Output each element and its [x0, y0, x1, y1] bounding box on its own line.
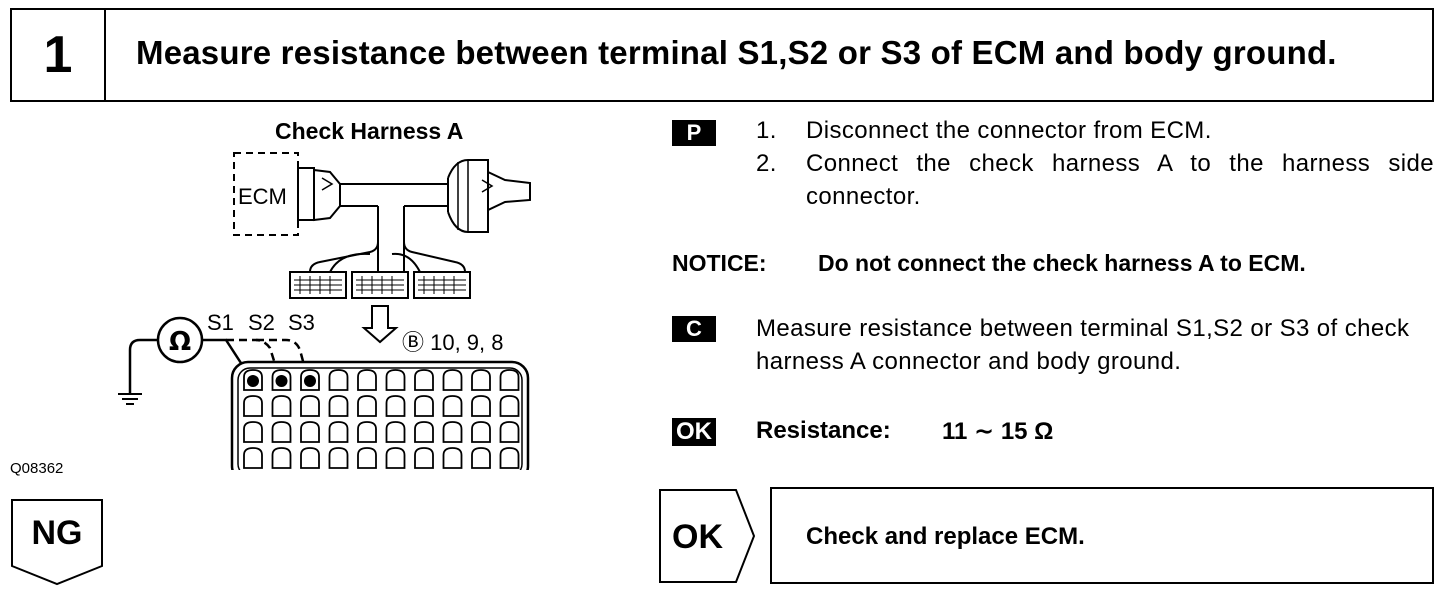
figure-id: Q08362: [10, 460, 64, 477]
connector-pin: [385, 395, 406, 417]
connector-pin: [357, 447, 377, 469]
connector-pin: [328, 447, 349, 469]
check-harness-diagram: ECM Ω S1 S2 S3 Ⓑ 10, 9, 8: [118, 152, 531, 470]
c-badge: C: [672, 316, 716, 342]
connector-pin: [328, 421, 349, 443]
connector-pin: [471, 421, 491, 443]
connector-pin: [243, 421, 263, 443]
connector-pin: [243, 395, 263, 417]
resistance-value: 11 ∼ 15 Ω: [942, 418, 1054, 445]
connector-pin: [414, 369, 434, 391]
p-badge: P: [672, 120, 716, 146]
ohm-symbol: Ω: [169, 327, 191, 357]
connector-pin: [442, 421, 463, 443]
notice-label: NOTICE:: [672, 250, 767, 276]
ok-badge: OK: [672, 418, 716, 446]
connector-pin: [471, 369, 491, 391]
connector-pin: [271, 421, 292, 443]
down-arrow-icon: [361, 305, 399, 344]
connector-pin: [357, 395, 377, 417]
ok-label: OK: [672, 518, 723, 556]
connector-pin: [414, 447, 434, 469]
ng-arrow-box: [11, 499, 103, 586]
connector-pin: [271, 447, 292, 469]
step-2-text: Connect the check harness A to the harne…: [806, 150, 1434, 210]
ground-icon: [118, 393, 142, 405]
connector-pin: [442, 447, 463, 469]
probed-terminal: [275, 375, 288, 387]
connector-pin: [300, 421, 320, 443]
figure-caption: Check Harness A: [275, 118, 464, 144]
connector-pin: [300, 395, 320, 417]
probed-terminal: [304, 375, 316, 387]
connector-pin: [385, 421, 406, 443]
ecm-label: ECM: [238, 184, 287, 209]
connector-pin: [499, 395, 520, 417]
step-1-text: Disconnect the connector from ECM.: [806, 117, 1212, 144]
notice-text: Do not connect the check harness A to EC…: [818, 250, 1306, 276]
terminal-label-s2: S2: [248, 310, 275, 335]
ok-arrow-box: [659, 489, 756, 583]
connector-pin: [442, 395, 463, 417]
connector-pin: [385, 447, 406, 469]
connector-pin: [499, 369, 520, 391]
connector-pin: [328, 369, 349, 391]
connector-pin: [271, 395, 292, 417]
ok-action-box: Check and replace ECM.: [770, 487, 1434, 584]
connector-pin: [243, 447, 263, 469]
connector-pin: [442, 369, 463, 391]
connector-pin: [499, 447, 520, 469]
connector-pin: [471, 395, 491, 417]
measure-text: Measure resistance between terminal S1,S…: [756, 315, 1410, 375]
step-number: 1: [12, 10, 106, 100]
connector-pin: [414, 421, 434, 443]
step-title: Measure resistance between terminal S1,S…: [136, 34, 1337, 71]
connector-pin: [357, 421, 377, 443]
probed-terminal: [247, 375, 259, 387]
step-1-num: 1.: [756, 117, 777, 144]
left-connector: [297, 167, 315, 221]
connector-pin: [300, 447, 320, 469]
connector-ref: Ⓑ 10, 9, 8: [402, 330, 504, 355]
connector-pin: [499, 421, 520, 443]
step-2-num: 2.: [756, 150, 777, 177]
resistance-label: Resistance:: [756, 417, 891, 444]
connector-pin: [357, 369, 377, 391]
connector-pin: [471, 447, 491, 469]
terminal-label-s3: S3: [288, 310, 315, 335]
connector-pin: [414, 395, 434, 417]
connector-pin: [328, 395, 349, 417]
connector-pin: [385, 369, 406, 391]
connector-pins: [243, 369, 520, 469]
terminal-label-s1: S1: [207, 310, 234, 335]
step-header: 1 Measure resistance between terminal S1…: [10, 8, 1434, 102]
ng-label: NG: [31, 514, 83, 552]
ok-action-text: Check and replace ECM.: [806, 523, 1085, 550]
